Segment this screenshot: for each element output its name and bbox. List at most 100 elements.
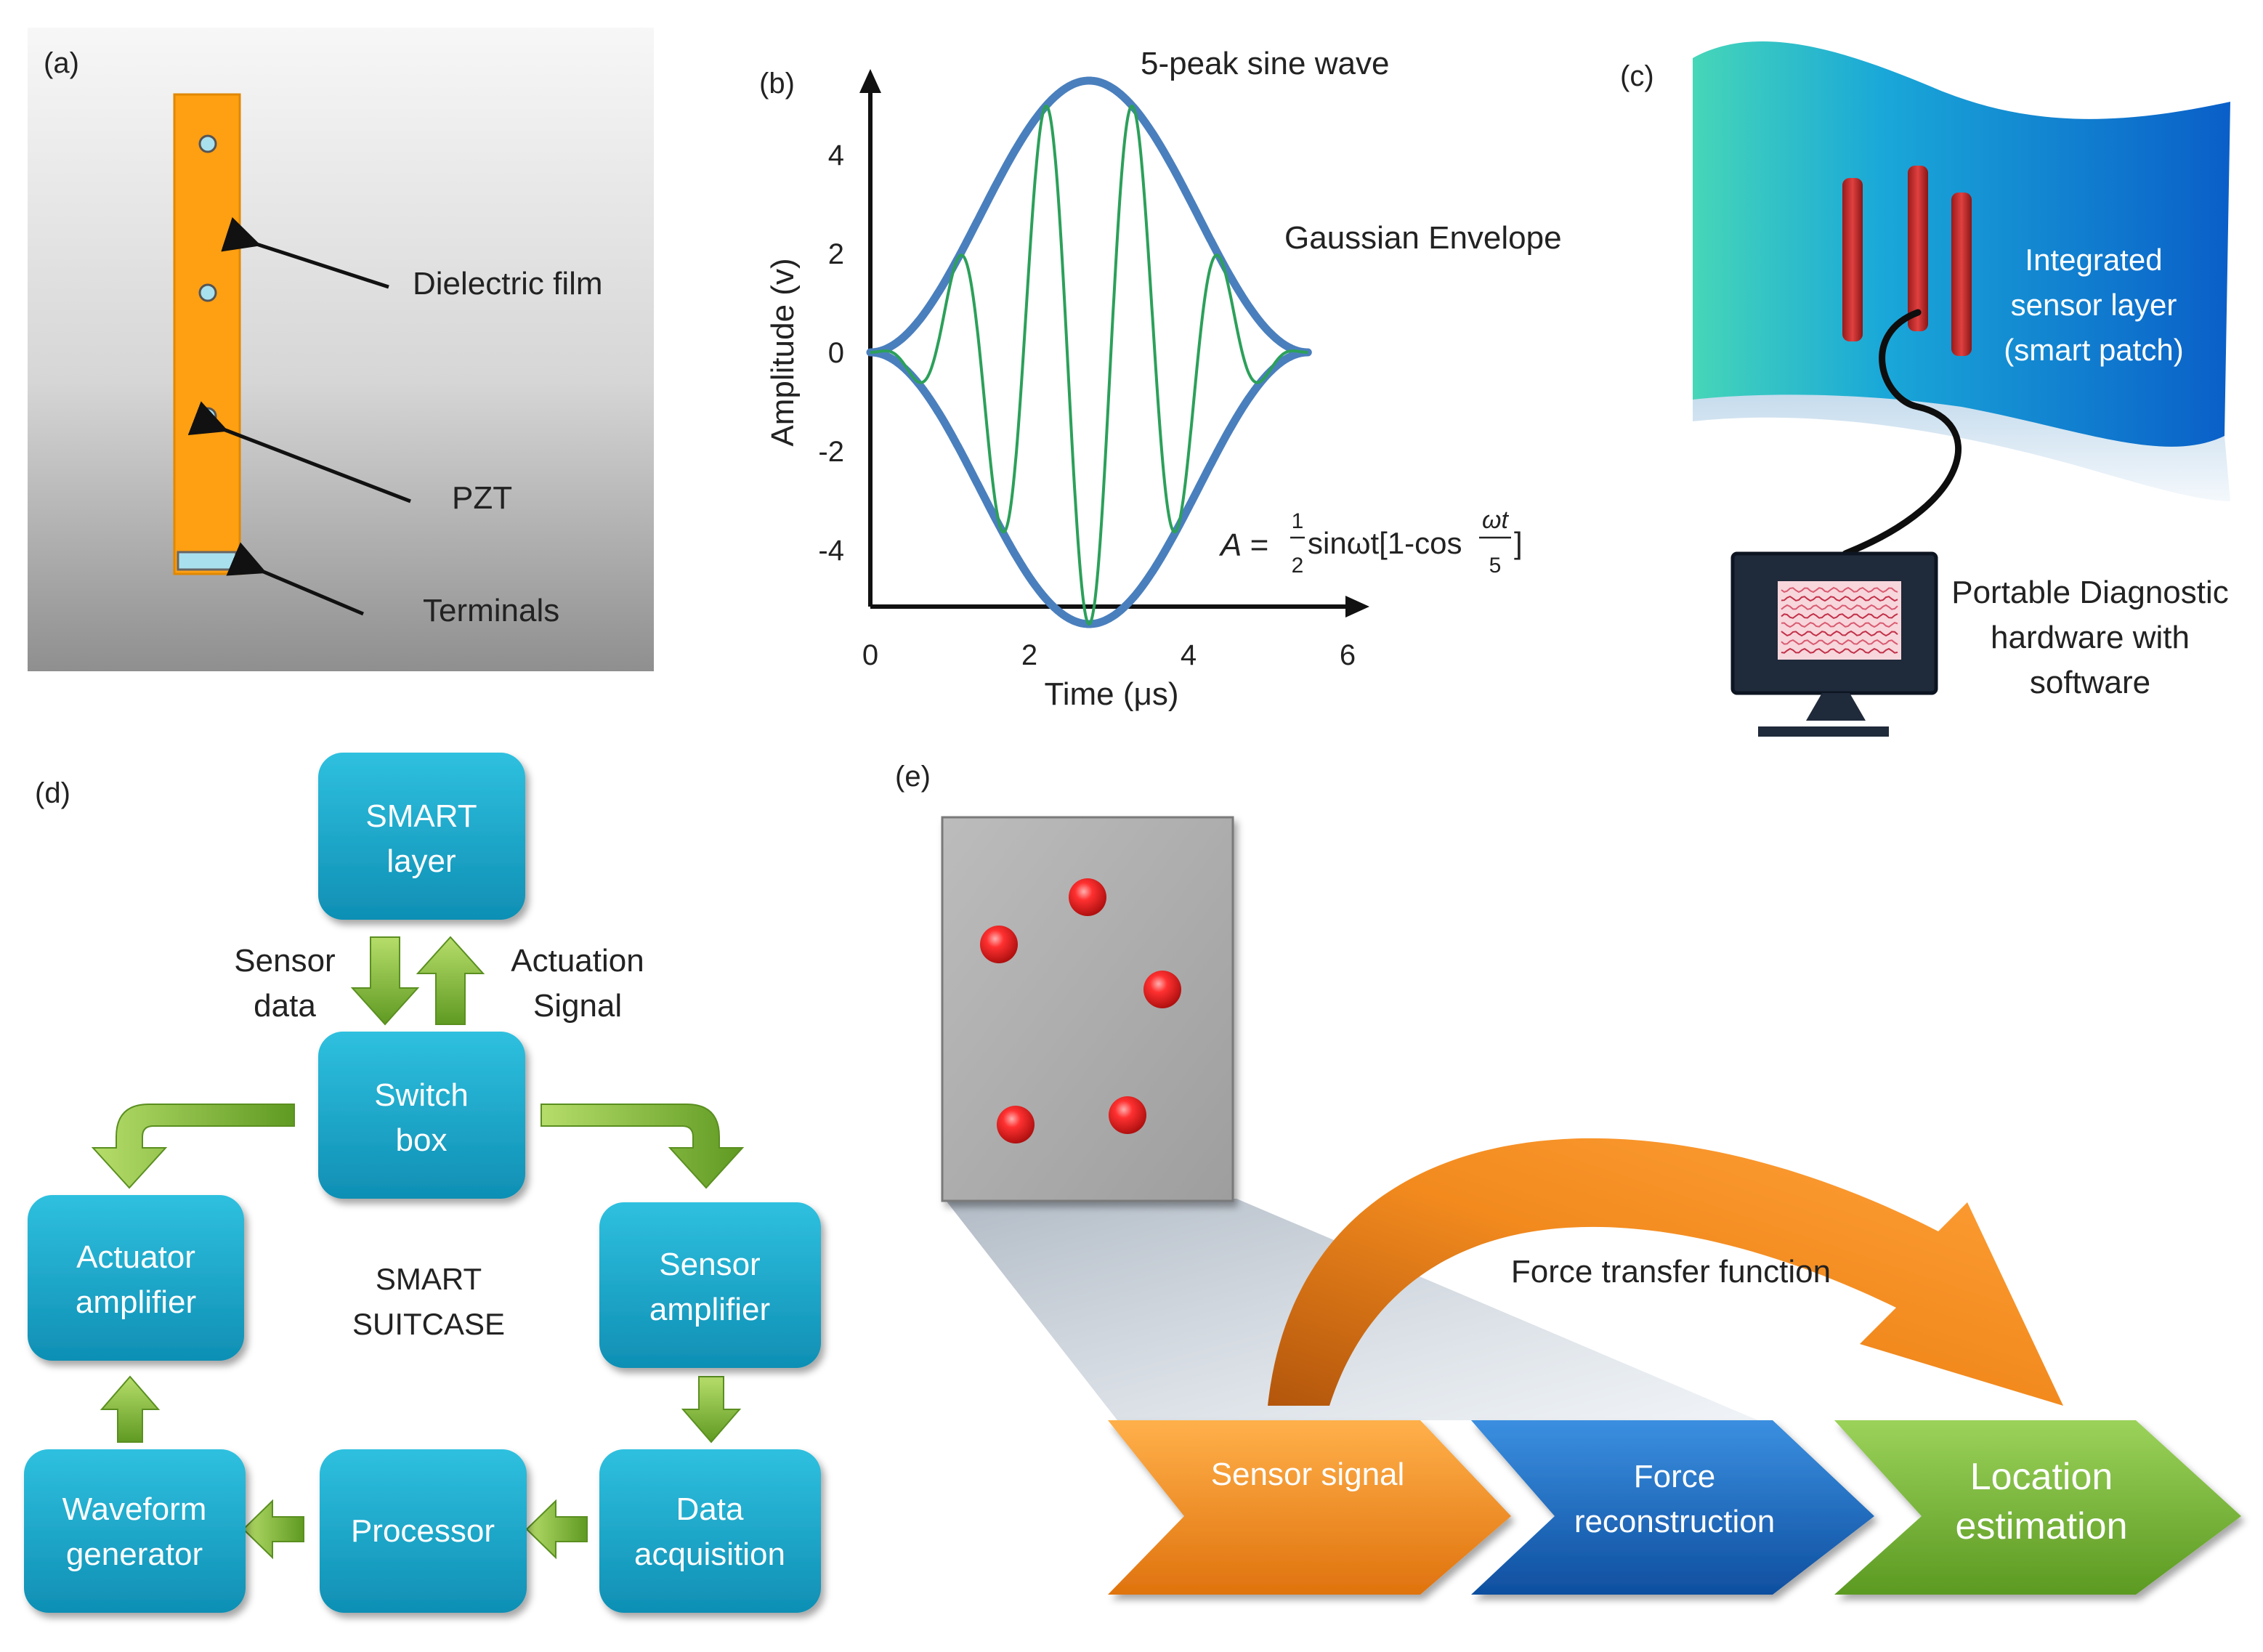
monitor-neck (1806, 693, 1866, 721)
waveform-to-actuator-arrow (100, 1375, 161, 1443)
panel-e: (e) Force transfer function Sensor signa… (895, 761, 2241, 1595)
monitor-screen-signals (1781, 586, 1898, 655)
location-estimation-line-1: Location (1970, 1456, 2113, 1498)
pzt-label: PZT (452, 480, 512, 516)
y-tick-label: -2 (818, 436, 844, 468)
y-tick-label: 0 (828, 337, 844, 369)
sensor-data-line-1: Sensor (234, 943, 335, 979)
data-acquisition-box: Data acquisition (599, 1449, 821, 1613)
hardware-line-2: hardware with (1991, 620, 2190, 655)
formula-mid: sinωt[1-cos (1308, 526, 1462, 560)
sensor-dot-3 (1143, 971, 1181, 1008)
y-tick-label: 2 (828, 238, 844, 270)
sensor-data-arrow (350, 936, 420, 1026)
actuator-amplifier-box: Actuator amplifier (28, 1195, 244, 1361)
y-tick-label: -4 (818, 535, 844, 567)
sensor-signal-chevron (1108, 1420, 1511, 1595)
pzt-sensor-1 (198, 134, 217, 153)
panel-b-label: (b) (759, 68, 795, 100)
force-reconstruction-line-1: Force (1634, 1459, 1715, 1494)
smart-layer-line-2: layer (386, 843, 456, 879)
force-transfer-label: Force transfer function (1511, 1254, 1831, 1289)
monitor (1730, 551, 1938, 737)
terminals-block (177, 551, 238, 571)
formula-lhs: A = (1218, 527, 1268, 563)
screen-signal-line (1781, 595, 1898, 602)
screen-signal-line (1781, 612, 1898, 620)
hardware-line-3: software (2030, 665, 2150, 700)
force-transfer-arc (1268, 1138, 2063, 1406)
dielectric-film-label: Dielectric film (413, 266, 603, 301)
sensor-amp-to-daq-arrow (681, 1376, 742, 1444)
switch-box-line-2: box (396, 1122, 448, 1158)
switch-to-sensor-amp-arrow (541, 1104, 745, 1189)
screen-signal-line (1781, 647, 1898, 655)
panel-a: (a) Dielectric film PZT Terminals (28, 28, 654, 671)
y-tick-labels: 420-2-4 (818, 139, 844, 567)
y-axis-title: Amplitude (v) (765, 258, 801, 446)
smart-layer-line-1: SMART (365, 798, 477, 834)
formula-frac2-num: ωt (1482, 506, 1509, 534)
sensor-data-line-2: data (254, 988, 316, 1024)
hardware-line-1: Portable Diagnostic (1951, 575, 2229, 610)
panel-e-label: (e) (895, 761, 931, 793)
gaussian-envelope-label: Gaussian Envelope (1284, 220, 1562, 256)
actuator-amplifier-line-2: amplifier (76, 1284, 196, 1320)
pzt-sensor-2 (198, 283, 217, 302)
sensor-cable (1842, 309, 1962, 557)
sensor-rod-3 (1951, 193, 1972, 356)
panel-a-background (28, 28, 654, 671)
processor-to-waveform-arrow (242, 1499, 304, 1560)
formula-end: ] (1514, 526, 1523, 560)
waveform-generator-line-2: generator (66, 1536, 203, 1572)
five-peak-sine-curve (870, 104, 1308, 626)
screen-signal-line (1781, 630, 1898, 637)
sensor-dot-2 (1069, 878, 1106, 916)
dielectric-film-pointer (221, 216, 389, 289)
pzt-pointer (187, 401, 411, 503)
sensor-dot-4 (997, 1106, 1035, 1143)
formula: A = 1 2 sinωt[1-cos ωt 5 ] (1218, 506, 1523, 578)
structure-plate (941, 816, 1234, 1202)
sensor-dot-5 (1109, 1096, 1146, 1134)
dielectric-film-strip (173, 93, 241, 575)
x-axis-title: Time (μs) (1044, 676, 1178, 712)
monitor-screen (1778, 581, 1901, 660)
panel-a-label: (a) (44, 47, 79, 79)
terminals-pointer (226, 542, 364, 616)
sensor-layer-line-3: (smart patch) (2004, 333, 2183, 367)
sensor-amplifier-box: Sensor amplifier (599, 1202, 821, 1368)
panel-c-label: (c) (1620, 60, 1654, 92)
panel-c: (c) Integrated sensor layer (smart patch… (1620, 41, 2230, 737)
location-estimation-chevron (1834, 1420, 2241, 1595)
smart-suitcase-line-2: SUITCASE (352, 1307, 505, 1341)
smart-patch-underside (1693, 371, 2230, 501)
five-peak-sine-label: 5-peak sine wave (1141, 46, 1389, 81)
sensor-layer-line-1: Integrated (2025, 243, 2162, 277)
formula-frac1-num: 1 (1292, 509, 1304, 533)
formula-frac1-den: 2 (1292, 554, 1304, 578)
processor-text: Processor (351, 1513, 495, 1549)
monitor-base (1758, 726, 1889, 737)
panel-d-label: (d) (35, 777, 70, 809)
sensor-layer-line-2: sensor layer (2011, 288, 2177, 322)
actuation-signal-arrow (416, 936, 485, 1025)
actuation-signal-line-1: Actuation (511, 943, 644, 979)
x-tick-label: 0 (862, 639, 878, 671)
screen-signal-line (1781, 621, 1898, 628)
waveform-generator-line-1: Waveform (62, 1491, 207, 1527)
force-reconstruction-chevron (1471, 1420, 1874, 1595)
actuator-amplifier-line-1: Actuator (76, 1239, 195, 1275)
smart-suitcase-line-1: SMART (376, 1262, 482, 1296)
screen-signal-line (1781, 639, 1898, 646)
actuation-signal-line-2: Signal (533, 988, 622, 1024)
panel-d: (d) SMART layer Switch box Actuator ampl… (24, 753, 821, 1613)
terminals-label: Terminals (423, 593, 559, 628)
formula-frac2-den: 5 (1489, 554, 1502, 578)
x-axis-arrowhead (1345, 596, 1369, 618)
x-tick-label: 6 (1340, 639, 1356, 671)
sensor-dot-1 (980, 926, 1018, 963)
